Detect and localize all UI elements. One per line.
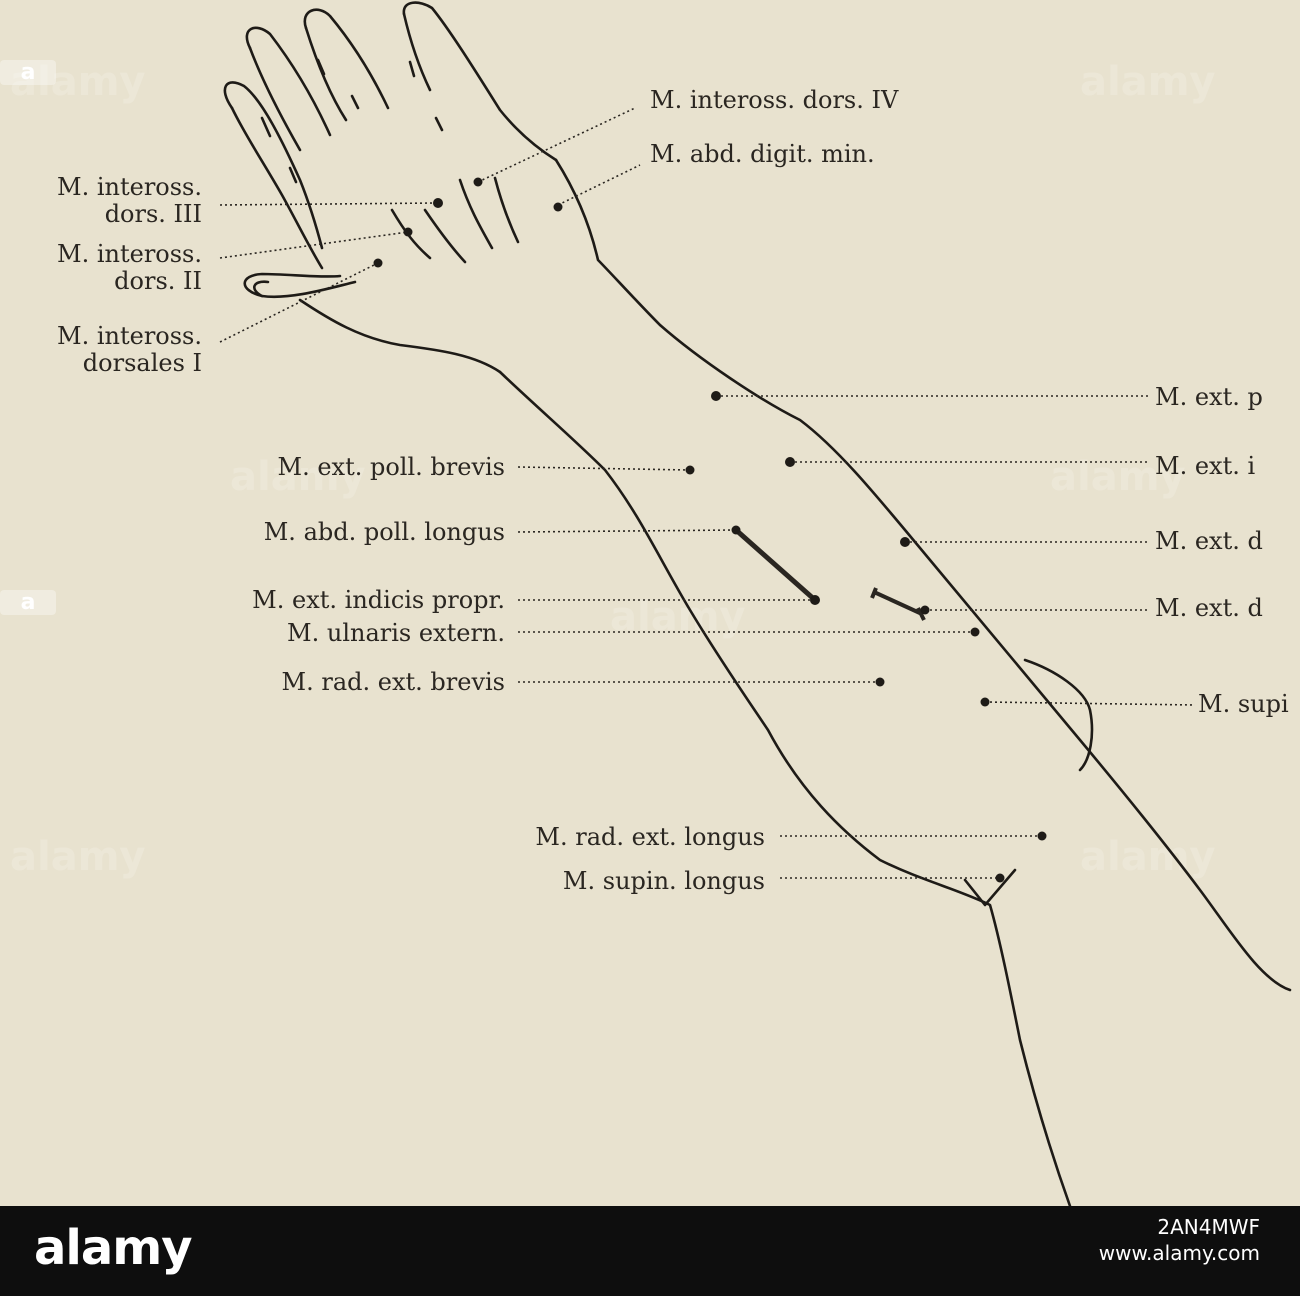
- leader-inteross-dors-iii: [219, 202, 439, 206]
- elbow-fold: [1023, 658, 1094, 772]
- ring-finger-outline: [245, 26, 332, 137]
- image-id: 2AN4MWF: [1157, 1215, 1260, 1239]
- label-ulnaris-extern: M. ulnaris extern.: [287, 619, 505, 647]
- point-inteross-i: [373, 258, 383, 268]
- watermark-tile: alamy: [10, 834, 145, 880]
- leader-ext-poll-brevis: [517, 466, 691, 471]
- leader-inteross-dors-ii: [219, 231, 409, 259]
- point-ext-d-1: [900, 537, 910, 547]
- site-url: www.alamy.com: [1098, 1241, 1260, 1265]
- label-inteross-dors-ii-line2: dors. II: [114, 267, 202, 295]
- watermark-tile: alamy: [1080, 834, 1215, 880]
- point-ulnaris-extern: [970, 627, 980, 637]
- point-abd-poll-longus: [731, 525, 741, 535]
- middle-finger-outline: [303, 8, 390, 110]
- label-inteross-dors-iii-line2: dors. III: [105, 200, 202, 228]
- point-ext-i: [785, 457, 795, 467]
- label-ext-i: M. ext. i: [1155, 452, 1255, 480]
- label-ext-d-2: M. ext. d: [1155, 594, 1263, 622]
- index-finger-outline: [402, 1, 558, 162]
- watermark-tile: alamy: [10, 59, 145, 105]
- label-supin-longus: M. supin. longus: [563, 867, 765, 895]
- leader-inteross-dors-iv: [477, 107, 636, 183]
- leader-abd-poll-longus: [517, 529, 737, 533]
- label-inteross-dors-iv: M. inteross. dors. IV: [650, 86, 899, 114]
- point-rad-ext-brevis: [875, 677, 885, 687]
- watermark-tile: alamy: [230, 454, 365, 500]
- label-supi: M. supi: [1198, 690, 1289, 718]
- label-ext-poll-brevis: M. ext. poll. brevis: [278, 453, 505, 481]
- point-rad-ext-longus: [1037, 831, 1047, 841]
- point-supi: [980, 697, 990, 707]
- right-labels: M. inteross. dors. IV M. abd. digit. min…: [650, 86, 1289, 718]
- extensor-dig-marker: [870, 587, 926, 621]
- left-labels: M. inteross. dors. III M. inteross. dors…: [57, 173, 765, 895]
- label-rad-ext-longus: M. rad. ext. longus: [535, 823, 765, 851]
- leader-supi: [984, 701, 1196, 706]
- watermark-strip: alamy 2AN4MWF www.alamy.com: [0, 1206, 1300, 1296]
- forearm-radial-edge: [498, 370, 1072, 1206]
- watermark-tile: alamy: [1080, 59, 1215, 105]
- watermark-side-badge: a: [0, 60, 56, 85]
- ring-finger-inner: [248, 46, 302, 152]
- point-ext-indicis: [810, 595, 820, 605]
- elbow-fork: [963, 868, 1017, 907]
- watermark-side-badge: a: [0, 590, 56, 615]
- middle-finger-inner: [304, 26, 348, 122]
- watermark-tiles: alamy alamy alamy alamy alamy alamy alam…: [10, 59, 1215, 880]
- hand-tendon-lines: [390, 176, 520, 264]
- label-rad-ext-brevis: M. rad. ext. brevis: [282, 668, 505, 696]
- label-ext-d-1: M. ext. d: [1155, 527, 1263, 555]
- index-finger-inner: [402, 12, 432, 92]
- watermark-tile: alamy: [610, 594, 745, 640]
- point-ext-p: [711, 391, 721, 401]
- hand-radial-side: [298, 298, 502, 374]
- knuckle-creases: [260, 58, 444, 184]
- alamy-logo: alamy: [34, 1220, 193, 1276]
- label-abd-digit-min: M. abd. digit. min.: [650, 140, 875, 168]
- extensor-path-thick: [734, 528, 817, 602]
- point-ext-d-2: [920, 605, 930, 615]
- forearm-ulnar-edge: [658, 323, 1292, 992]
- point-abd-digit-min: [553, 202, 563, 212]
- leader-abd-digit-min: [557, 164, 641, 206]
- watermark-info: 2AN4MWF www.alamy.com: [1099, 1214, 1260, 1266]
- watermark-tile: alamy: [1050, 454, 1185, 500]
- point-inteross-iii: [433, 198, 443, 208]
- label-inteross-dors-iii-line1: M. inteross.: [57, 173, 202, 201]
- thumb-nail: [253, 280, 270, 298]
- leader-lines: [219, 107, 1196, 879]
- label-abd-poll-longus: M. abd. poll. longus: [264, 518, 505, 546]
- point-inteross-iv: [473, 177, 483, 187]
- label-ext-p: M. ext. p: [1155, 383, 1263, 411]
- hand-ulnar-side: [554, 158, 662, 327]
- motor-points: [373, 177, 1047, 883]
- little-finger-outline: [223, 81, 324, 250]
- thumb-outline: [243, 272, 357, 299]
- label-inteross-dors-ii-line1: M. inteross.: [57, 240, 202, 268]
- label-inteross-dorsales-i-line2: dorsales I: [83, 349, 202, 377]
- point-inteross-ii: [403, 227, 413, 237]
- point-supin-longus: [995, 873, 1005, 883]
- label-inteross-dorsales-i-line1: M. inteross.: [57, 322, 202, 350]
- label-ext-indicis-propr: M. ext. indicis propr.: [252, 586, 505, 614]
- point-ext-poll-brevis: [685, 465, 695, 475]
- anatomical-arm-diagram: alamy alamy alamy alamy alamy alamy alam…: [10, 1, 1292, 1206]
